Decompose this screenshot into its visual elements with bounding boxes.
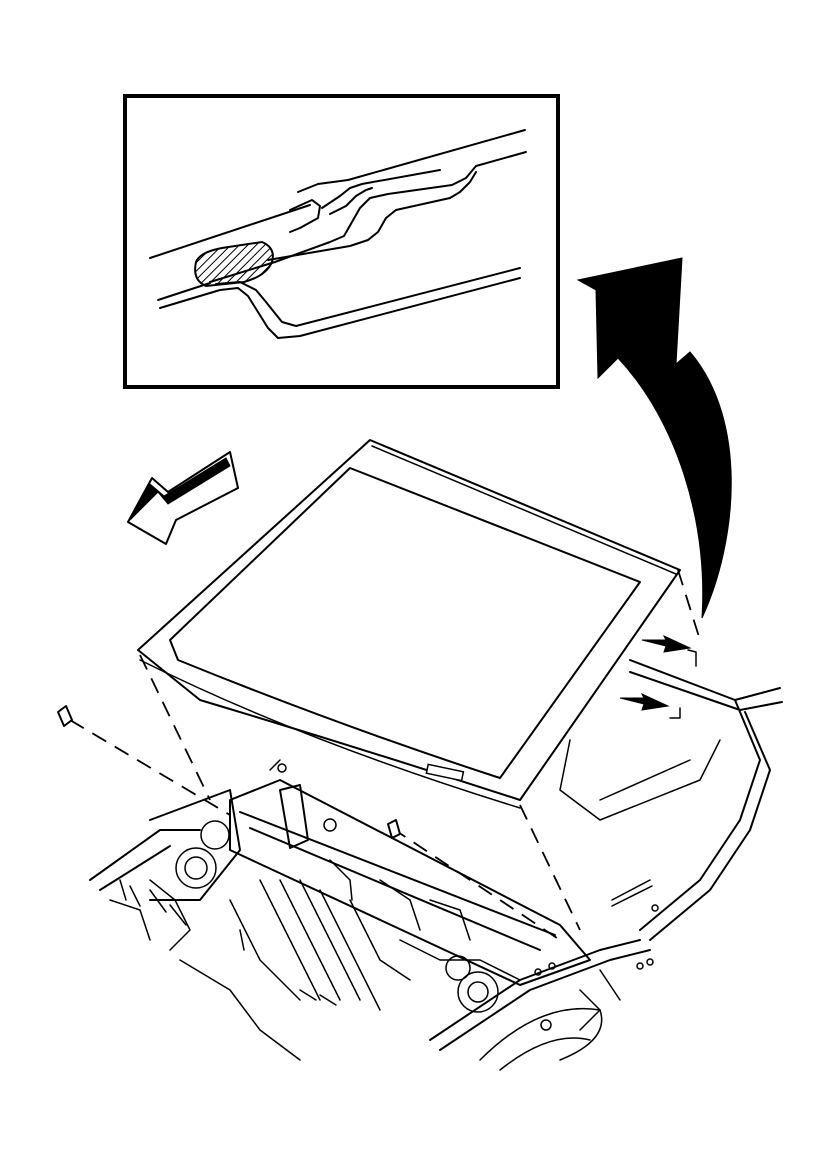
detail-inset: [123, 94, 560, 389]
cowl-body-structure: [89, 659, 783, 1071]
removal-arc-arrow: [576, 257, 732, 619]
windshield-glass: [137, 439, 681, 809]
glass-edge-detail: [149, 129, 527, 339]
direction-arrow: [127, 451, 239, 545]
urethane-bead-detail: [194, 240, 274, 288]
pointer-arrows: [619, 634, 697, 719]
leader-lines: [57, 569, 701, 941]
